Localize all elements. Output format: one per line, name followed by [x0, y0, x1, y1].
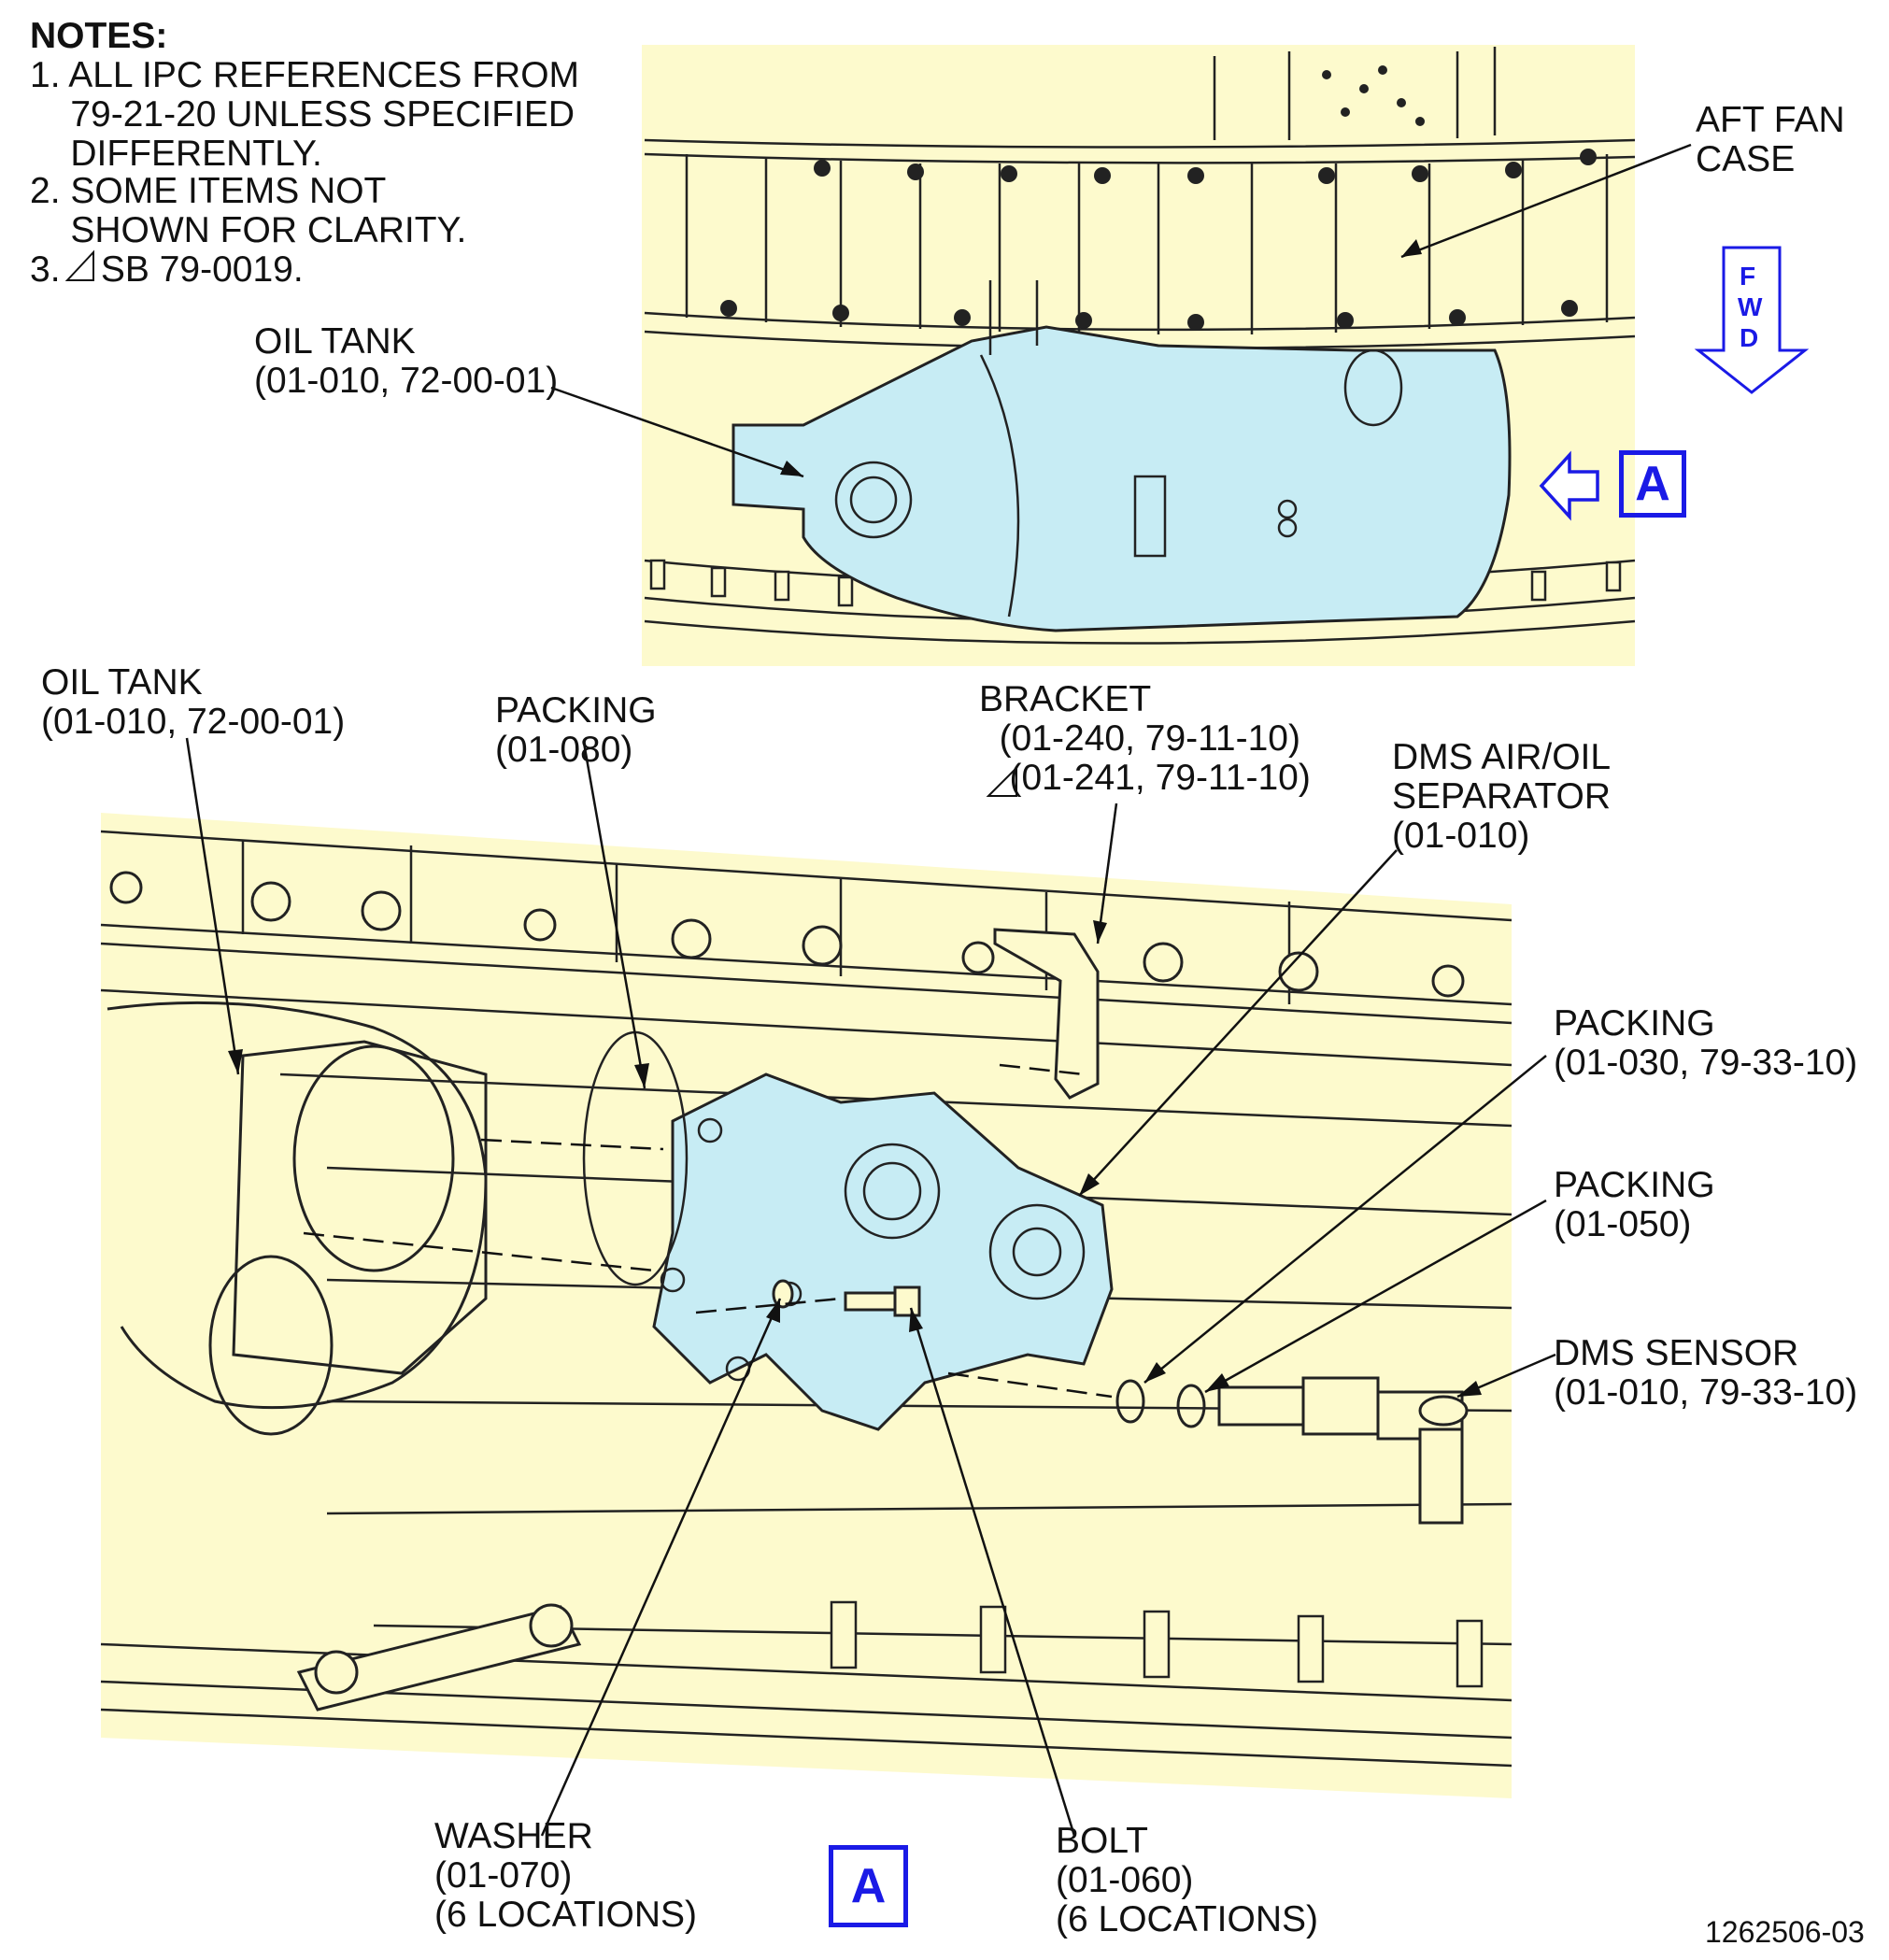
detail-arrowheads [228, 920, 1482, 1397]
top-view-panel [550, 45, 1810, 666]
detail-view-panel [100, 737, 1556, 1837]
oil-tank-body [731, 325, 1512, 632]
washer-bolt-parts [772, 1279, 921, 1317]
detail-case-bolts [109, 871, 1465, 998]
detail-oil-tank-label: OIL TANK (01-010, 72-00-01) [41, 662, 346, 742]
aft-fan-case-label: AFT FAN CASE [1696, 100, 1845, 179]
dms-sensor-label: DMS SENSOR (01-010, 79-33-10) [1554, 1333, 1858, 1413]
packing-030-ring [1115, 1379, 1145, 1424]
packing-050-ring [1176, 1384, 1206, 1428]
lower-linkage [296, 1603, 582, 1711]
figure-id: 1262506-03 [1705, 1915, 1865, 1949]
bolt-label: BOLT (01-060) (6 LOCATIONS) [1056, 1821, 1318, 1939]
sb-effectivity-marker [986, 765, 1017, 797]
fwd-letter-d: D [1740, 323, 1758, 352]
top-oil-tank-label: OIL TANK (01-010, 72-00-01) [254, 321, 559, 401]
fwd-arrow [1694, 246, 1810, 394]
bracket-part [993, 928, 1100, 1100]
notes-title: NOTES: [30, 16, 168, 56]
detail-studs [830, 1600, 1484, 1688]
detail-oil-tank [107, 1001, 488, 1436]
washer-label: WASHER (01-070) (6 LOCATIONS) [434, 1816, 697, 1935]
case-fasteners [720, 65, 1597, 331]
assembly-lines [303, 1063, 1113, 1399]
top-view-leaders [550, 143, 1692, 478]
bracket-label: BRACKET (01-240, 79-11-10) (01-241, 79-1… [979, 679, 1311, 798]
note-3: 3. SB 79-0019. [30, 249, 304, 290]
view-a-title: A [829, 1845, 908, 1927]
case-studs [649, 559, 1622, 607]
leader-arrowhead [780, 461, 803, 476]
dms-separator-label: DMS AIR/OIL SEPARATOR (01-010) [1392, 737, 1612, 856]
note-2: 2. SOME ITEMS NOT SHOWN FOR CLARITY. [30, 171, 467, 250]
leader-arrowhead [1401, 239, 1422, 257]
fwd-letter-f: F [1740, 262, 1755, 291]
dms-separator-body [652, 1072, 1114, 1431]
note-1: 1. ALL IPC REFERENCES FROM 79-21-20 UNLE… [30, 55, 580, 174]
packing-030-label: PACKING (01-030, 79-33-10) [1554, 1003, 1858, 1083]
dms-sensor-part [1217, 1376, 1469, 1525]
packing-050-label: PACKING (01-050) [1554, 1165, 1715, 1244]
view-a-reference: A [1619, 450, 1686, 518]
fwd-letter-w: W [1738, 292, 1763, 321]
view-a-arrow [1539, 450, 1599, 521]
packing-080-label: PACKING (01-080) [495, 690, 657, 770]
sb-effectivity-marker [64, 249, 94, 281]
oil-tank-details [834, 280, 1403, 618]
